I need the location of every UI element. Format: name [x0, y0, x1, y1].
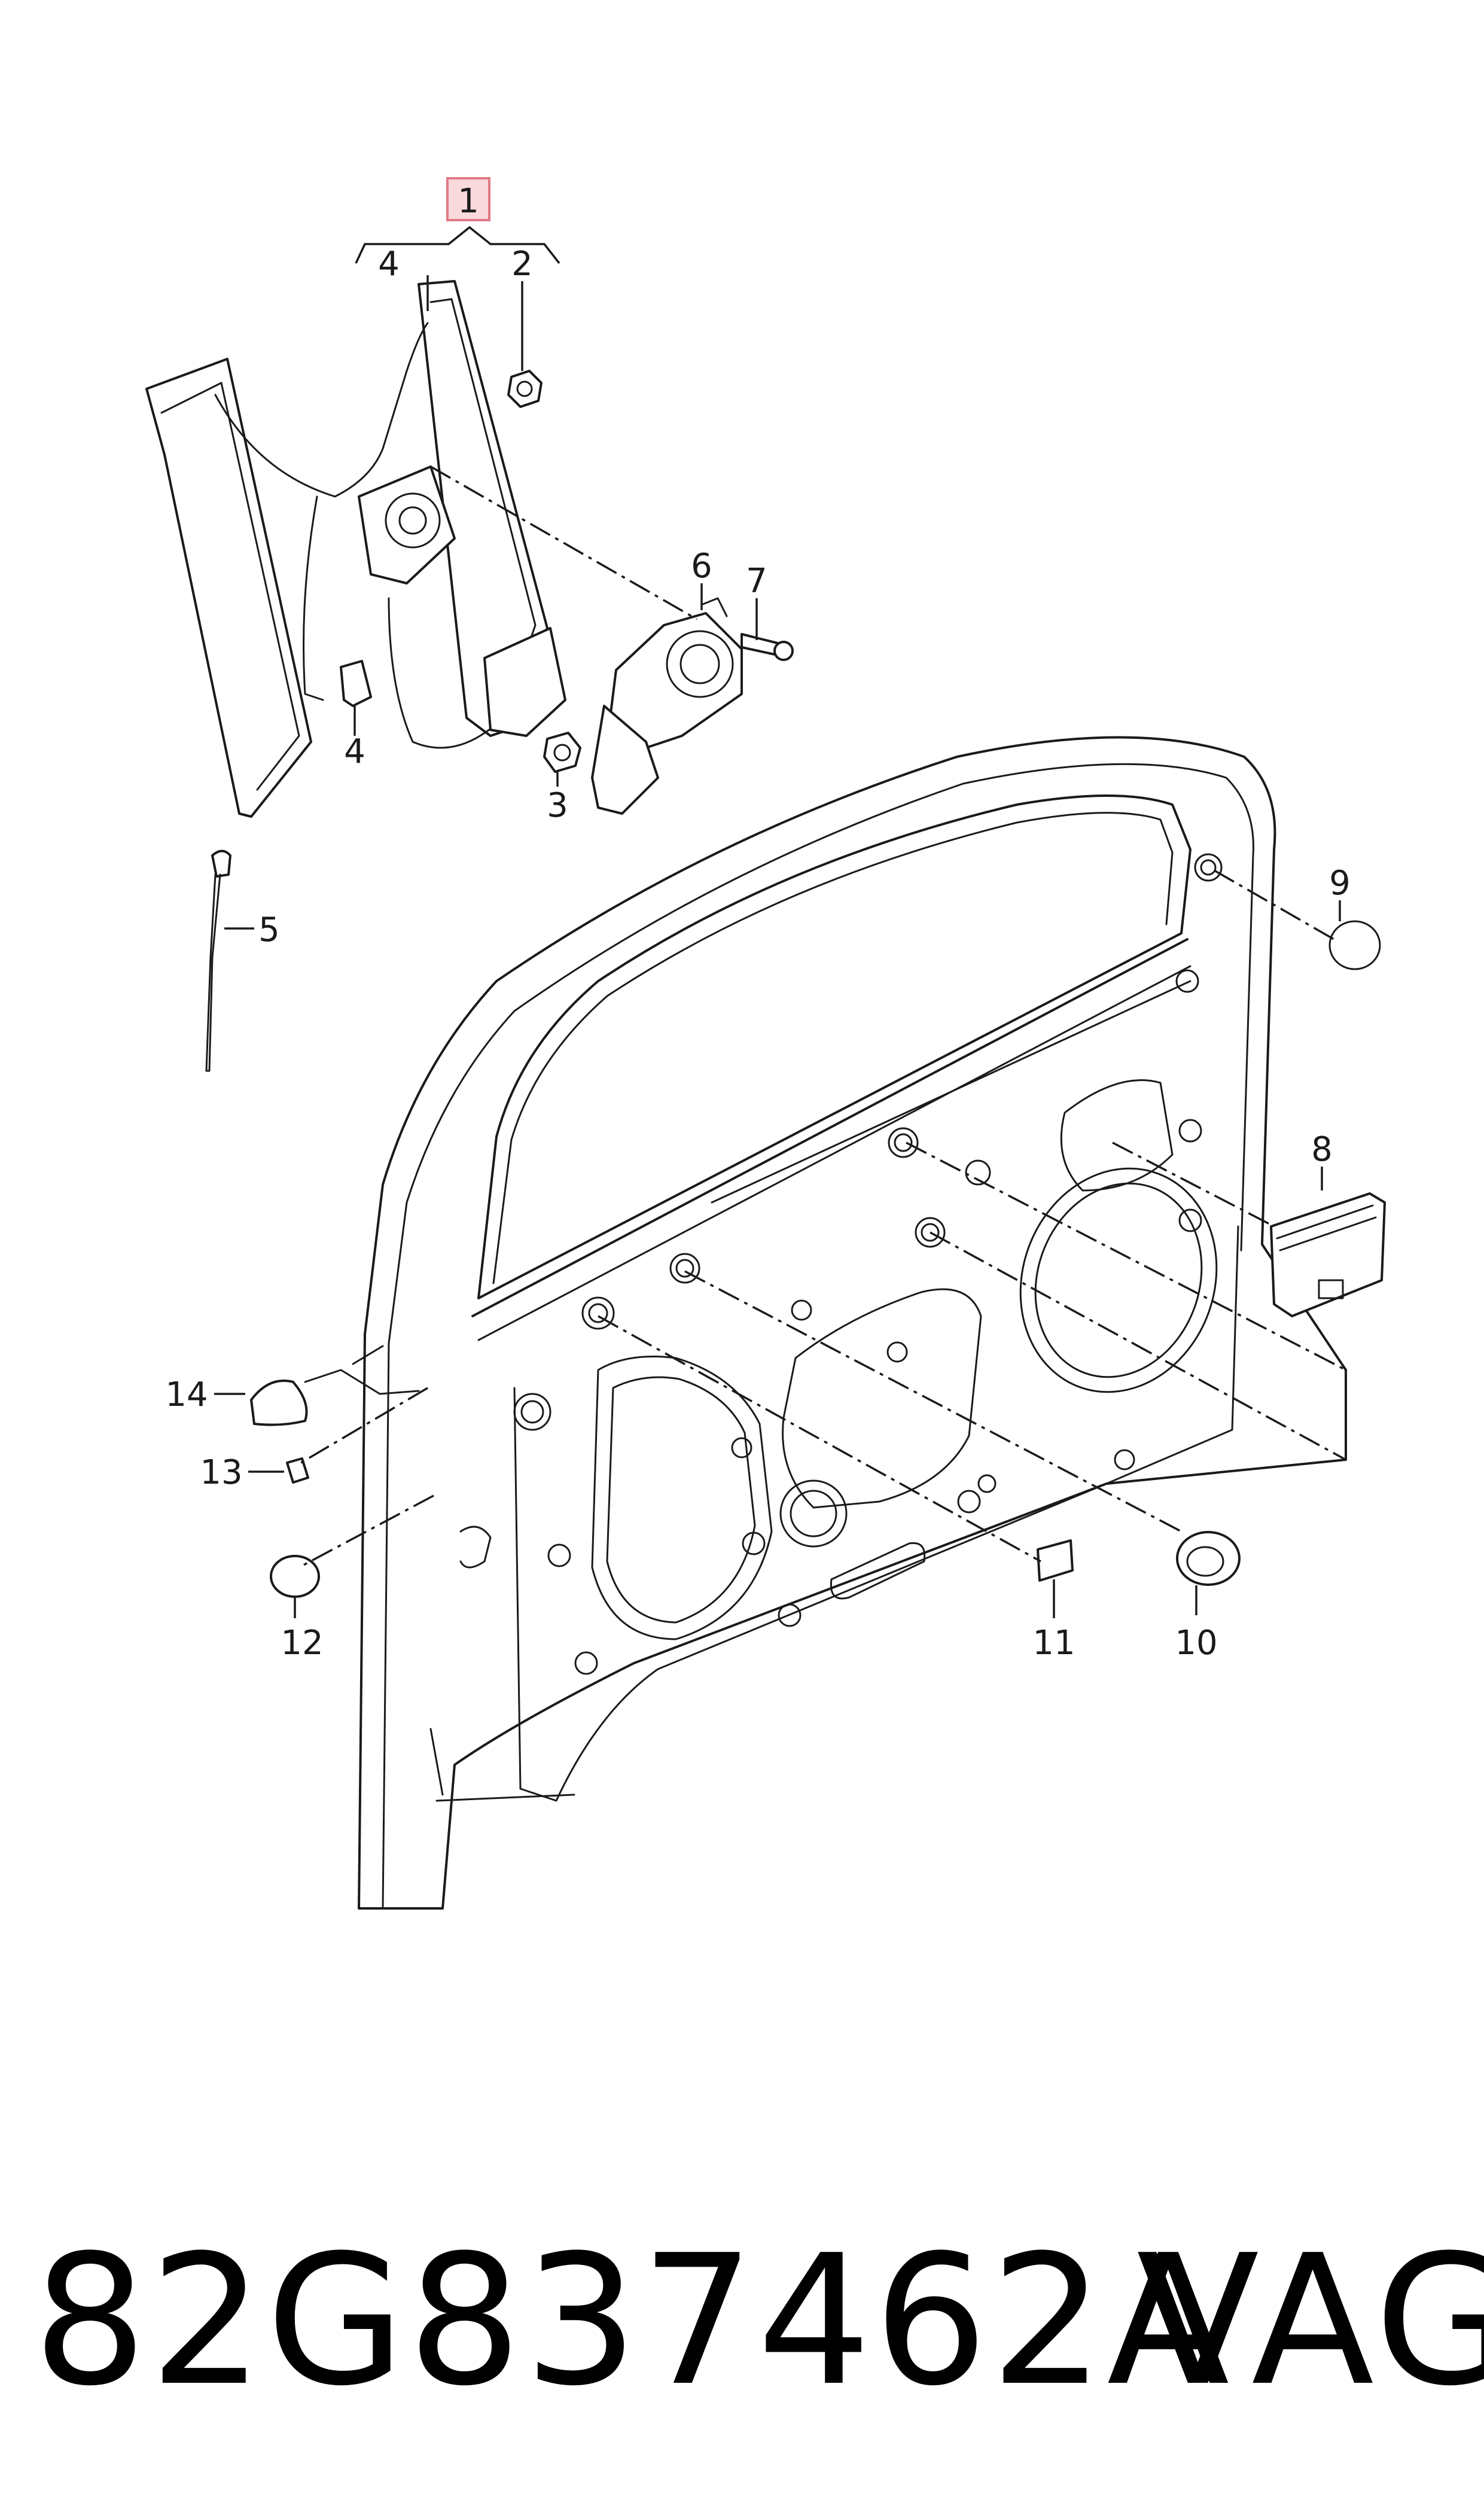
- callout-13: 13: [200, 1453, 242, 1492]
- leader-lines: [214, 275, 1341, 1618]
- nut-part-2: [507, 370, 543, 408]
- callout-3: 3: [547, 786, 568, 825]
- callout-10: 10: [1175, 1624, 1217, 1663]
- plug-part-12: [270, 1555, 320, 1598]
- screw-part-7: [741, 633, 794, 661]
- pad-part-11: [1037, 1539, 1074, 1582]
- callout-4-top: 4: [378, 245, 400, 284]
- callout-7: 7: [746, 562, 767, 601]
- cable-tie-part-5: [205, 850, 231, 1072]
- cap-part-14: [250, 1380, 308, 1426]
- callout-8: 8: [1311, 1130, 1333, 1169]
- door-inner-panel: [352, 736, 1347, 1910]
- callout-1: 1: [458, 182, 479, 221]
- clip-part-13: [286, 1457, 309, 1484]
- window-motor: [591, 597, 743, 815]
- panel-holes: [513, 853, 1223, 1675]
- callout-4-bottom: 4: [344, 732, 365, 771]
- callout-12: 12: [281, 1624, 323, 1663]
- assembly-bracket: [355, 177, 560, 264]
- callout-labels: 1 4 2 6 7 4 3 5 9 8 14 13 12 11 10: [165, 182, 1350, 1663]
- callout-9: 9: [1329, 864, 1351, 903]
- callout-11: 11: [1032, 1624, 1075, 1663]
- window-regulator: [145, 280, 581, 818]
- callout-6: 6: [691, 547, 712, 586]
- callout-5: 5: [258, 911, 280, 949]
- part-number: 82G837462A: [33, 2216, 1232, 2425]
- plug-part-10: [1176, 1531, 1241, 1586]
- grommet-part-9: [1328, 920, 1381, 970]
- nut-part-3: [543, 732, 581, 773]
- assembly-lines: [295, 465, 1347, 1569]
- highlight-box: [446, 177, 490, 221]
- footer: 82G837462A VAG: [0, 2213, 1484, 2429]
- brand-label: VAG: [1136, 2216, 1484, 2425]
- door-control-unit-part-8: [1270, 1192, 1386, 1317]
- callout-14: 14: [165, 1375, 208, 1414]
- callout-2: 2: [511, 245, 533, 284]
